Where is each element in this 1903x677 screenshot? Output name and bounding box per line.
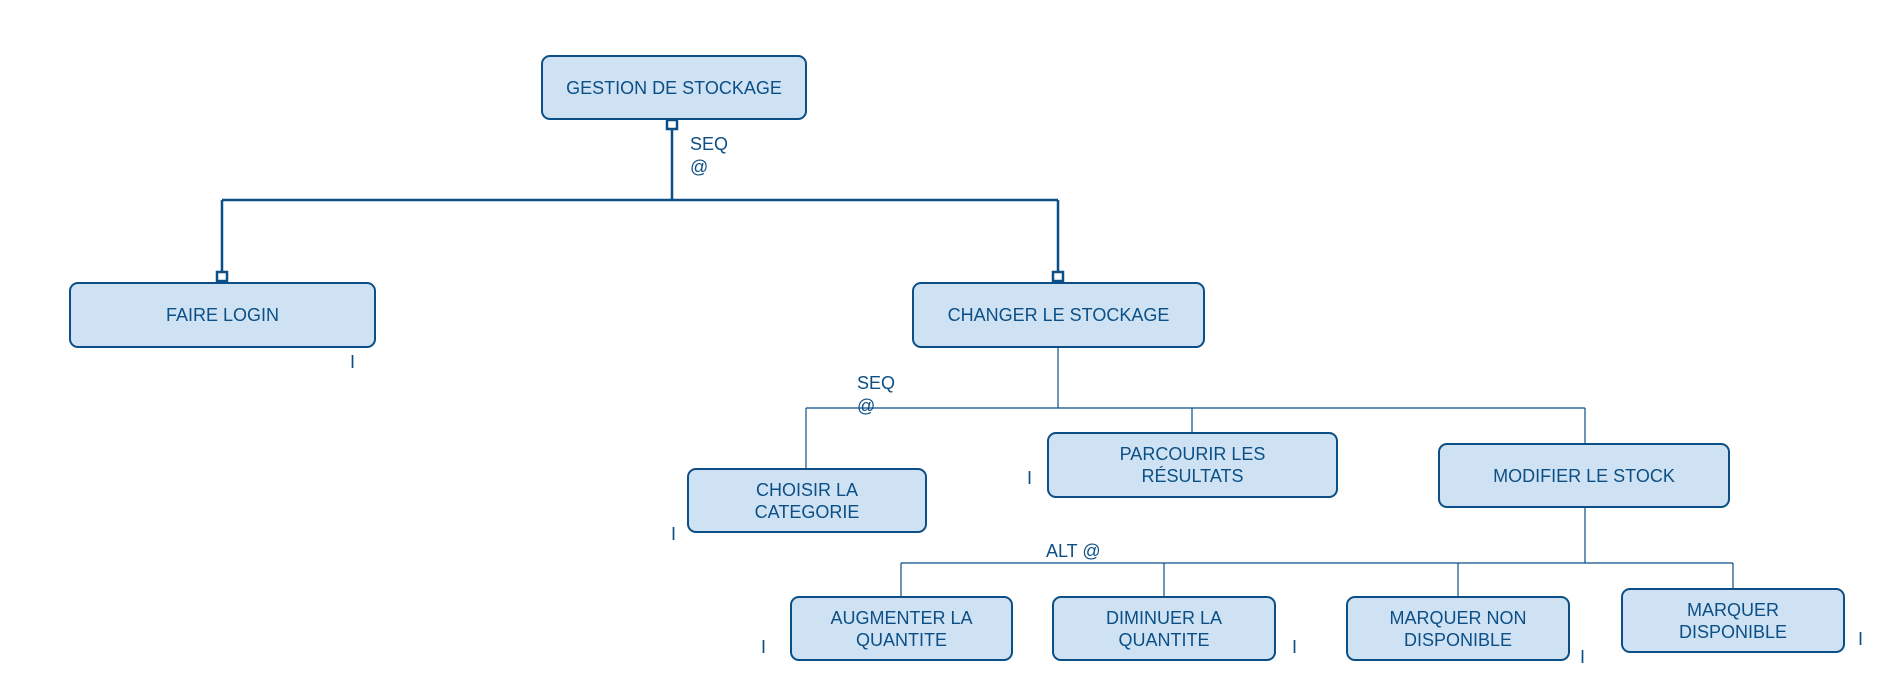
port-changer [1051, 270, 1065, 283]
node-parcourir-les-resultats[interactable]: PARCOURIR LES RÉSULTATS [1047, 432, 1338, 498]
node-changer-le-stockage[interactable]: CHANGER LE STOCKAGE [912, 282, 1205, 348]
node-label: CHOISIR LA CATEGORIE [754, 479, 860, 522]
node-label: MARQUER DISPONIBLE [1678, 599, 1788, 642]
node-label: PARCOURIR LES RÉSULTATS [1119, 444, 1266, 486]
node-label: FAIRE LOGIN [165, 305, 280, 325]
leaf-marker-login: I [350, 352, 356, 372]
node-marquer-disponible[interactable]: MARQUER DISPONIBLE [1621, 588, 1845, 653]
node-label: MARQUER NON DISPONIBLE [1389, 607, 1527, 650]
node-gestion-de-stockage[interactable]: GESTION DE STOCKAGE [541, 55, 807, 120]
leaf-marker-choisir: I [671, 524, 677, 544]
node-marquer-non-disponible[interactable]: MARQUER NON DISPONIBLE [1346, 596, 1570, 661]
operator-changer-seq: SEQ @ [857, 373, 896, 416]
node-modifier-le-stock[interactable]: MODIFIER LE STOCK [1438, 443, 1730, 508]
node-choisir-la-categorie[interactable]: CHOISIR LA CATEGORIE [687, 468, 927, 533]
node-faire-login[interactable]: FAIRE LOGIN [69, 282, 376, 348]
leaf-marker-diminuer: I [1292, 637, 1298, 657]
node-label: MODIFIER LE STOCK [1493, 465, 1675, 486]
node-augmenter-la-quantite[interactable]: AUGMENTER LA QUANTITE [790, 596, 1013, 661]
node-label: CHANGER LE STOCKAGE [947, 305, 1170, 325]
leaf-marker-marquer-dispo: I [1858, 629, 1864, 649]
node-label: GESTION DE STOCKAGE [566, 77, 782, 98]
leaf-marker-augmenter: I [761, 637, 767, 657]
leaf-marker-parcourir: I [1027, 468, 1033, 488]
node-label: AUGMENTER LA QUANTITE [830, 607, 973, 650]
leaf-marker-marquer-non: I [1580, 647, 1586, 667]
port-login [215, 270, 229, 283]
port-root [665, 118, 679, 131]
node-label: DIMINUER LA QUANTITE [1105, 607, 1222, 650]
operator-root-seq: SEQ @ [690, 134, 729, 177]
operator-modifier-alt: ALT @ [1046, 541, 1101, 561]
node-diminuer-la-quantite[interactable]: DIMINUER LA QUANTITE [1052, 596, 1276, 661]
